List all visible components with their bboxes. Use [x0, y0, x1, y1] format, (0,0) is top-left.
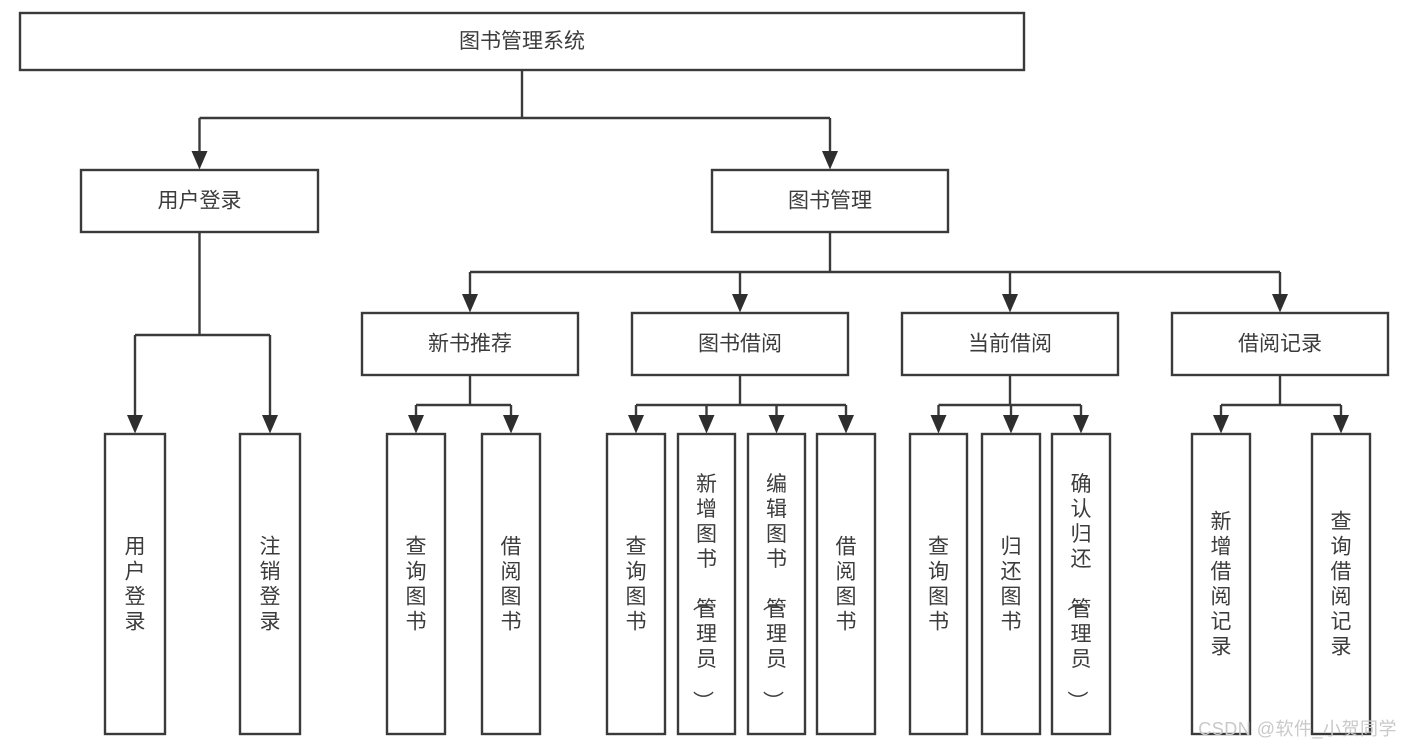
node-root[interactable]: 图书管理系统	[18, 11, 1026, 72]
node-leaf-user-login[interactable]: 用户登录	[103, 432, 167, 736]
connector-group-new_book_rec	[408, 375, 519, 434]
arrowhead-icon	[1213, 415, 1229, 434]
node-box[interactable]	[1050, 432, 1112, 736]
node-book-borrow[interactable]: 图书借阅	[630, 311, 850, 377]
node-box[interactable]	[103, 432, 167, 736]
arrowhead-icon	[698, 415, 715, 434]
node-label: 用户登录	[158, 190, 242, 213]
node-label: 借阅记录	[1238, 333, 1322, 356]
node-label: 查询借阅记录	[1331, 510, 1352, 658]
node-leaf-logout[interactable]: 注销登录	[238, 432, 302, 736]
connector-layer	[127, 70, 1349, 434]
node-label: 编辑图书（管理员）	[761, 473, 787, 712]
connector-group-user_login	[127, 232, 278, 434]
arrowhead-icon	[838, 415, 854, 434]
node-box[interactable]	[79, 168, 320, 234]
arrowhead-icon	[191, 151, 208, 170]
node-box[interactable]	[1190, 432, 1252, 736]
node-box[interactable]	[710, 168, 950, 234]
node-label: 归还图书	[1001, 535, 1022, 633]
arrowhead-icon	[462, 294, 478, 313]
node-label: 用户登录	[125, 535, 146, 633]
node-borrow-record[interactable]: 借阅记录	[1170, 311, 1390, 377]
node-box[interactable]	[238, 432, 302, 736]
arrowhead-icon	[628, 415, 644, 434]
node-leaf-borrow-book-rec[interactable]: 借阅图书	[480, 432, 542, 736]
node-box[interactable]	[1170, 311, 1390, 377]
node-leaf-add-book[interactable]: 新增图书（管理员）	[676, 432, 737, 736]
node-box[interactable]	[360, 311, 580, 377]
node-box[interactable]	[18, 11, 1026, 72]
node-label: 查询图书	[928, 535, 949, 633]
node-leaf-borrow-book-b[interactable]: 借阅图书	[815, 432, 877, 736]
node-user-login[interactable]: 用户登录	[79, 168, 320, 234]
node-layer: 图书管理系统用户登录图书管理新书推荐图书借阅当前借阅借阅记录用户登录注销登录查询…	[18, 11, 1390, 736]
node-label: 新书推荐	[428, 333, 512, 356]
node-box[interactable]	[480, 432, 542, 736]
node-new-book-rec[interactable]: 新书推荐	[360, 311, 580, 377]
node-label: 图书管理	[788, 190, 872, 213]
node-box[interactable]	[908, 432, 969, 736]
node-leaf-query-record[interactable]: 查询借阅记录	[1310, 432, 1372, 736]
node-label: 新增图书（管理员）	[691, 473, 717, 712]
node-leaf-add-record[interactable]: 新增借阅记录	[1190, 432, 1252, 736]
arrowhead-icon	[822, 151, 838, 170]
node-box[interactable]	[1310, 432, 1372, 736]
node-leaf-edit-book[interactable]: 编辑图书（管理员）	[746, 432, 807, 736]
node-current-borrow[interactable]: 当前借阅	[900, 311, 1120, 377]
node-label: 借阅图书	[501, 535, 522, 633]
node-label: 借阅图书	[836, 535, 857, 633]
node-box[interactable]	[980, 432, 1042, 736]
arrowhead-icon	[768, 415, 785, 434]
node-label: 查询图书	[406, 535, 427, 633]
node-box[interactable]	[630, 311, 850, 377]
node-label: 查询图书	[626, 535, 647, 633]
node-box[interactable]	[385, 432, 447, 736]
node-label: 当前借阅	[968, 333, 1052, 356]
csdn-watermark: CSDN @软件_小贺同学	[1198, 719, 1397, 739]
node-label: 图书管理系统	[459, 30, 585, 53]
node-label: 新增借阅记录	[1211, 510, 1232, 658]
node-leaf-query-book-b[interactable]: 查询图书	[605, 432, 667, 736]
node-leaf-query-book-c[interactable]: 查询图书	[908, 432, 969, 736]
arrowhead-icon	[732, 294, 748, 313]
connector-group-root	[191, 70, 838, 170]
node-box[interactable]	[746, 432, 807, 736]
connector-group-borrow_record	[1213, 375, 1349, 434]
node-box[interactable]	[900, 311, 1120, 377]
node-label: 注销登录	[260, 535, 281, 633]
node-leaf-query-book-rec[interactable]: 查询图书	[385, 432, 447, 736]
arrowhead-icon	[1002, 294, 1018, 313]
node-box[interactable]	[815, 432, 877, 736]
arrowhead-icon	[262, 415, 278, 434]
arrowhead-icon	[1272, 294, 1288, 313]
node-book-manage[interactable]: 图书管理	[710, 168, 950, 234]
connector-group-book_borrow	[628, 375, 854, 434]
connector-group-book_manage	[462, 232, 1288, 313]
arrowhead-icon	[1073, 415, 1089, 434]
node-leaf-confirm-return[interactable]: 确认归还（管理员）	[1050, 432, 1112, 736]
arrowhead-icon	[930, 415, 947, 434]
arrowhead-icon	[1003, 415, 1019, 434]
arrowhead-icon	[1333, 415, 1349, 434]
connector-group-current_borrow	[930, 375, 1089, 434]
node-label: 确认归还（管理员）	[1066, 473, 1092, 712]
node-box[interactable]	[605, 432, 667, 736]
node-leaf-return-book[interactable]: 归还图书	[980, 432, 1042, 736]
node-label: 图书借阅	[698, 333, 782, 356]
node-box[interactable]	[676, 432, 737, 736]
arrowhead-icon	[408, 415, 424, 434]
arrowhead-icon	[503, 415, 519, 434]
arrowhead-icon	[127, 415, 143, 434]
